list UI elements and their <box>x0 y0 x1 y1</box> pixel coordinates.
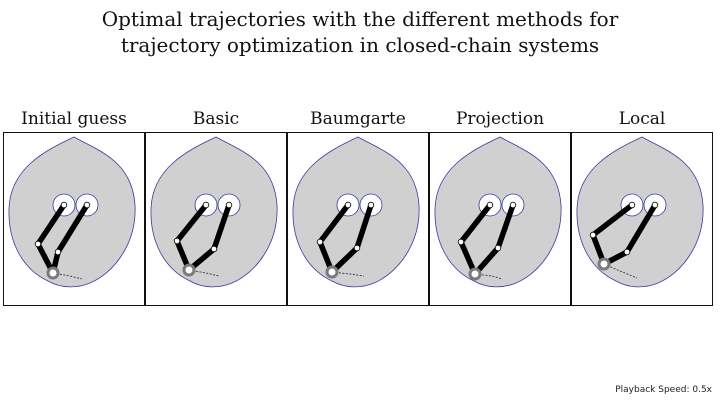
joint <box>225 201 233 209</box>
robot-scene <box>576 136 704 288</box>
panel-label: Local <box>618 109 666 129</box>
trajectory-path <box>331 271 365 277</box>
figure-title: Optimal trajectories with the different … <box>0 6 720 58</box>
joint <box>202 201 210 209</box>
joint <box>367 201 375 209</box>
panel-basic: Basic <box>145 108 287 308</box>
joint <box>34 240 42 248</box>
robot-scene <box>292 136 420 288</box>
end-effector <box>597 257 611 271</box>
robot-scene <box>434 136 562 288</box>
simulation-view <box>429 132 571 306</box>
panel-label: Basic <box>192 109 240 129</box>
joint <box>494 244 502 252</box>
simulation-view <box>287 132 429 306</box>
trajectory-path <box>52 272 83 280</box>
title-line-1: Optimal trajectories with the different … <box>101 7 619 31</box>
robot-scene <box>8 136 136 288</box>
joint <box>54 248 62 256</box>
trajectory-path <box>188 269 220 277</box>
joint <box>60 201 68 209</box>
method-panels: Initial guess Basic Baumgarte Projection… <box>3 108 715 308</box>
joint <box>509 201 517 209</box>
panel-baumgarte: Baumgarte <box>287 108 429 308</box>
end-effector <box>46 266 60 280</box>
joint <box>589 231 597 239</box>
joint <box>623 248 631 256</box>
joint <box>651 201 659 209</box>
playback-speed-label: Playback Speed: 0.5x <box>615 385 712 395</box>
panel-local: Local <box>571 108 713 308</box>
joint <box>353 244 361 252</box>
panel-label: Baumgarte <box>310 109 406 129</box>
joint <box>628 201 636 209</box>
joint <box>486 201 494 209</box>
simulation-view <box>571 132 713 306</box>
panel-projection: Projection <box>429 108 571 308</box>
panel-label: Projection <box>455 109 545 129</box>
panel-initial-guess: Initial guess <box>3 108 145 308</box>
joint <box>344 201 352 209</box>
simulation-view <box>3 132 145 306</box>
joint <box>173 237 181 245</box>
trajectory-path <box>603 263 638 279</box>
end-effector <box>468 267 482 281</box>
joint <box>210 245 218 253</box>
end-effector <box>325 265 339 279</box>
panel-label: Initial guess <box>21 109 127 129</box>
title-line-2: trajectory optimization in closed-chain … <box>120 33 600 57</box>
simulation-view <box>145 132 287 306</box>
joint <box>457 238 465 246</box>
joint <box>316 238 324 246</box>
end-effector <box>182 263 196 277</box>
joint <box>83 201 91 209</box>
robot-scene <box>150 136 278 288</box>
